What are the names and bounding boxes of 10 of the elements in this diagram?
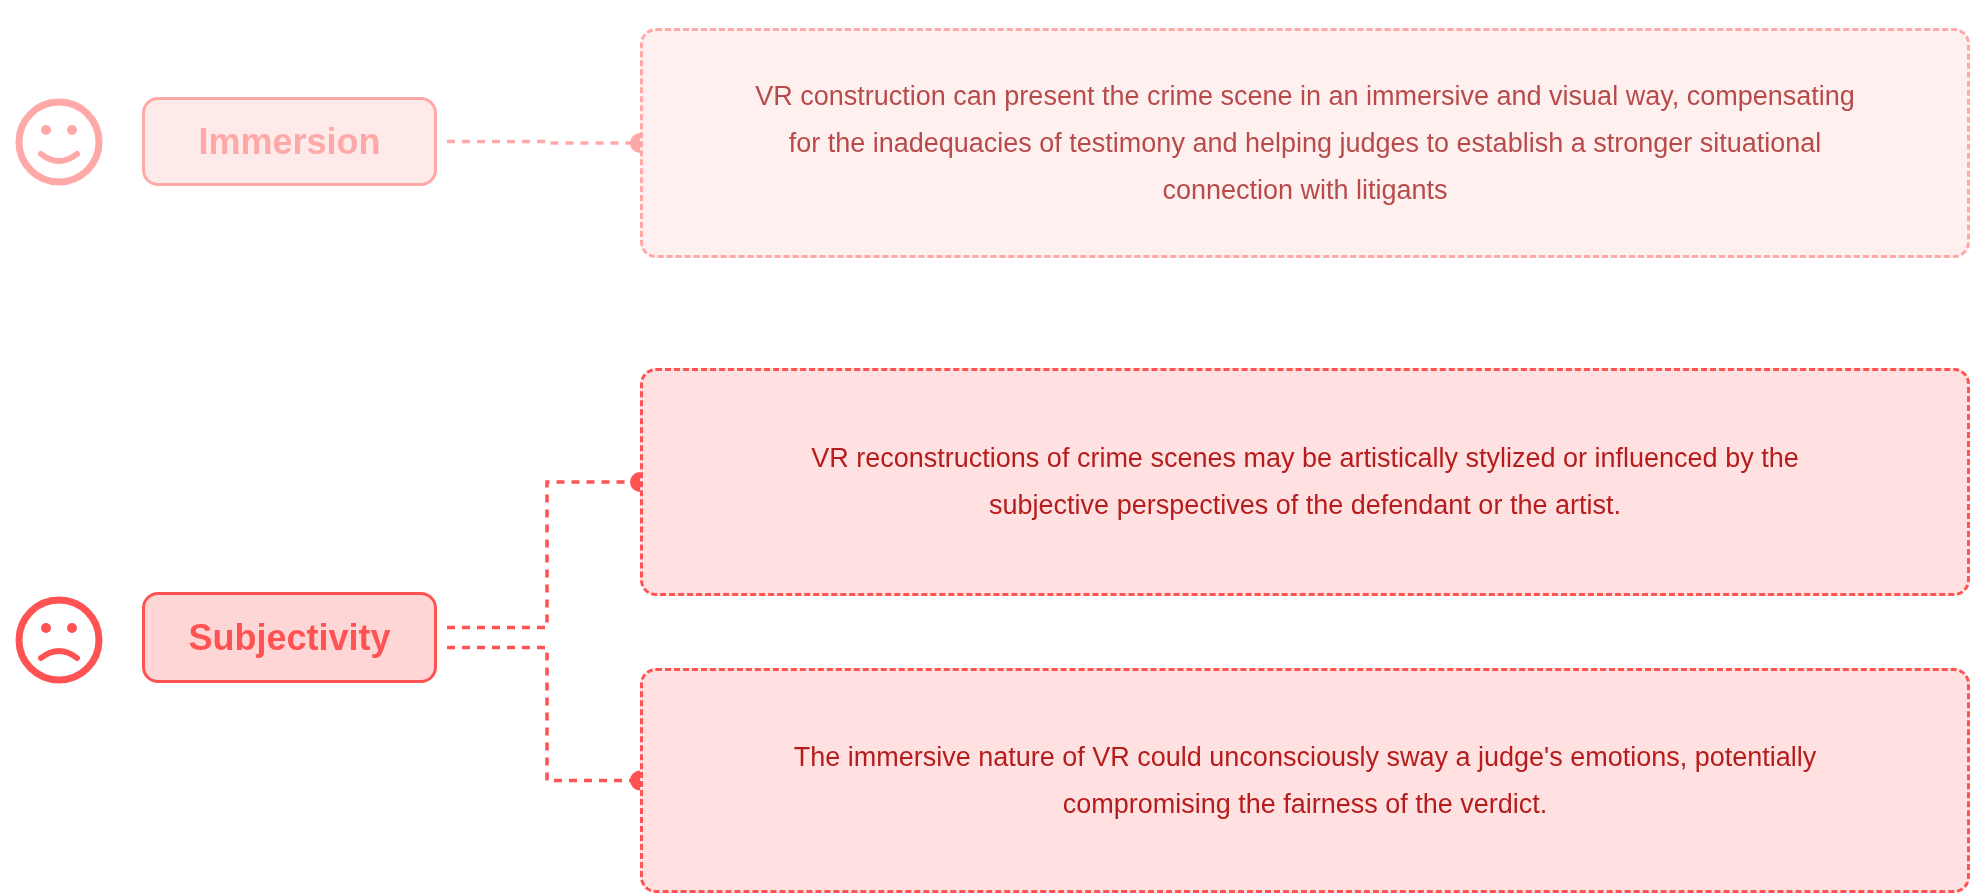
- topic-label: Subjectivity: [188, 615, 391, 660]
- topic-label: Immersion: [198, 119, 381, 164]
- description-text: The immersive nature of VR could unconsciously sway a judge's emotions, potentially compromising the fairness of the verdict.: [792, 740, 1818, 821]
- description-box: [640, 28, 1970, 258]
- topic-box: [142, 592, 437, 683]
- topic-box: [142, 97, 437, 186]
- description-text: VR construction can present the crime scene in an immersive and visual way, compensating for the inadequacies of testimony and helping judges to establish a stronger situational connection with litigants: [754, 79, 1856, 207]
- description-box: [640, 668, 1970, 893]
- description-box: [640, 368, 1970, 596]
- description-text: VR reconstructions of crime scenes may be artistically stylized or influenced by the subjective perspectives of the defendant or the artist.: [810, 442, 1800, 522]
